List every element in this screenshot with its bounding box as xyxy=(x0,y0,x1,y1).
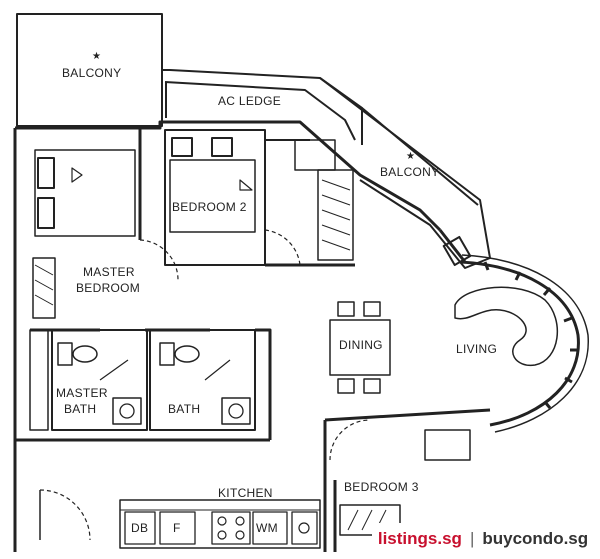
master-bath-label-2: BATH xyxy=(64,402,97,416)
bay-window-ticks xyxy=(483,261,578,409)
bedroom3-shelf xyxy=(424,429,471,461)
bedroom2-wardrobe xyxy=(317,169,354,261)
kitchen-counter xyxy=(119,499,321,549)
bedroom2-pillow-1 xyxy=(171,137,193,157)
master-bath-shower xyxy=(29,329,49,431)
bath-basin xyxy=(221,397,251,425)
fridge-box xyxy=(159,511,196,545)
db-label: DB xyxy=(131,521,149,535)
kitchen-sink-bowl xyxy=(298,522,310,534)
bedroom2-wall xyxy=(164,129,266,266)
column-block xyxy=(442,235,472,267)
star-icon: ★ xyxy=(92,51,101,62)
dining-chairs xyxy=(337,301,381,394)
living-sofa xyxy=(454,286,559,366)
master-bedroom-label-2: BEDROOM xyxy=(76,281,141,295)
master-door-swing xyxy=(139,239,179,281)
master-bath-basin xyxy=(112,397,142,425)
bedroom3-door-swing xyxy=(329,419,371,461)
bedroom2-label: BEDROOM 2 xyxy=(172,200,247,214)
master-pillow-1 xyxy=(37,157,55,189)
db-box xyxy=(124,511,156,545)
bath-sink xyxy=(228,403,244,419)
watermark-site-b: buycondo.sg xyxy=(482,529,589,548)
master-bedroom-label-1: MASTER xyxy=(83,265,135,279)
wm-box xyxy=(252,511,288,545)
watermark: listings.sg | buycondo.sg xyxy=(372,523,594,555)
kitchen-label: KITCHEN xyxy=(218,486,273,500)
bedroom3-top-wall xyxy=(324,408,491,422)
bath-toilet xyxy=(159,342,200,366)
wm-label: WM xyxy=(256,521,278,535)
bedroom3-left-wall xyxy=(323,420,337,552)
dining-table xyxy=(329,319,391,376)
f-label: F xyxy=(173,521,181,535)
bedroom2-door-swing xyxy=(264,229,301,266)
master-bath-sink xyxy=(119,403,135,419)
bedroom3-label: BEDROOM 3 xyxy=(344,480,419,494)
master-bed-fold xyxy=(71,167,83,183)
hob-burners xyxy=(217,516,245,540)
bedroom2-bed xyxy=(169,159,256,233)
bedroom2-bed-fold xyxy=(239,179,253,191)
ac-ledge-label: AC LEDGE xyxy=(218,94,282,108)
bath-doors xyxy=(99,359,231,381)
dining-label: DINING xyxy=(339,338,383,352)
shelf-unit xyxy=(294,139,336,171)
entrance-door-swing xyxy=(39,489,91,541)
watermark-site-a: listings.sg xyxy=(377,529,462,548)
star-icon: ★ xyxy=(406,151,415,162)
hob-box xyxy=(211,511,251,545)
master-wardrobe xyxy=(32,257,56,319)
bedroom3-wardrobe xyxy=(339,504,401,536)
master-wardrobe-lines xyxy=(34,264,54,306)
master-bath-label-1: MASTER xyxy=(56,386,108,400)
kitchen-sink xyxy=(291,511,318,545)
bath-label: BATH xyxy=(168,402,201,416)
living-bay-wall xyxy=(459,260,580,427)
living-label: LIVING xyxy=(456,342,498,356)
master-pillow-2 xyxy=(37,197,55,229)
bedroom2-pillow-2 xyxy=(211,137,233,157)
wardrobe-lines xyxy=(321,179,351,251)
outer-wall-top xyxy=(15,120,442,232)
bath-wall xyxy=(149,329,256,431)
master-bed xyxy=(34,149,136,237)
living-bay-outer xyxy=(461,254,589,433)
balcony-right-label: BALCONY xyxy=(380,165,440,179)
balcony-top-label: BALCONY xyxy=(62,66,122,80)
watermark-separator: | xyxy=(469,529,475,548)
bath-side-wall xyxy=(255,328,272,440)
outer-wall-bay-link xyxy=(438,229,467,263)
master-bath-wall xyxy=(51,329,148,431)
master-bath-toilet xyxy=(57,342,98,366)
balcony-right-inner xyxy=(361,107,479,206)
